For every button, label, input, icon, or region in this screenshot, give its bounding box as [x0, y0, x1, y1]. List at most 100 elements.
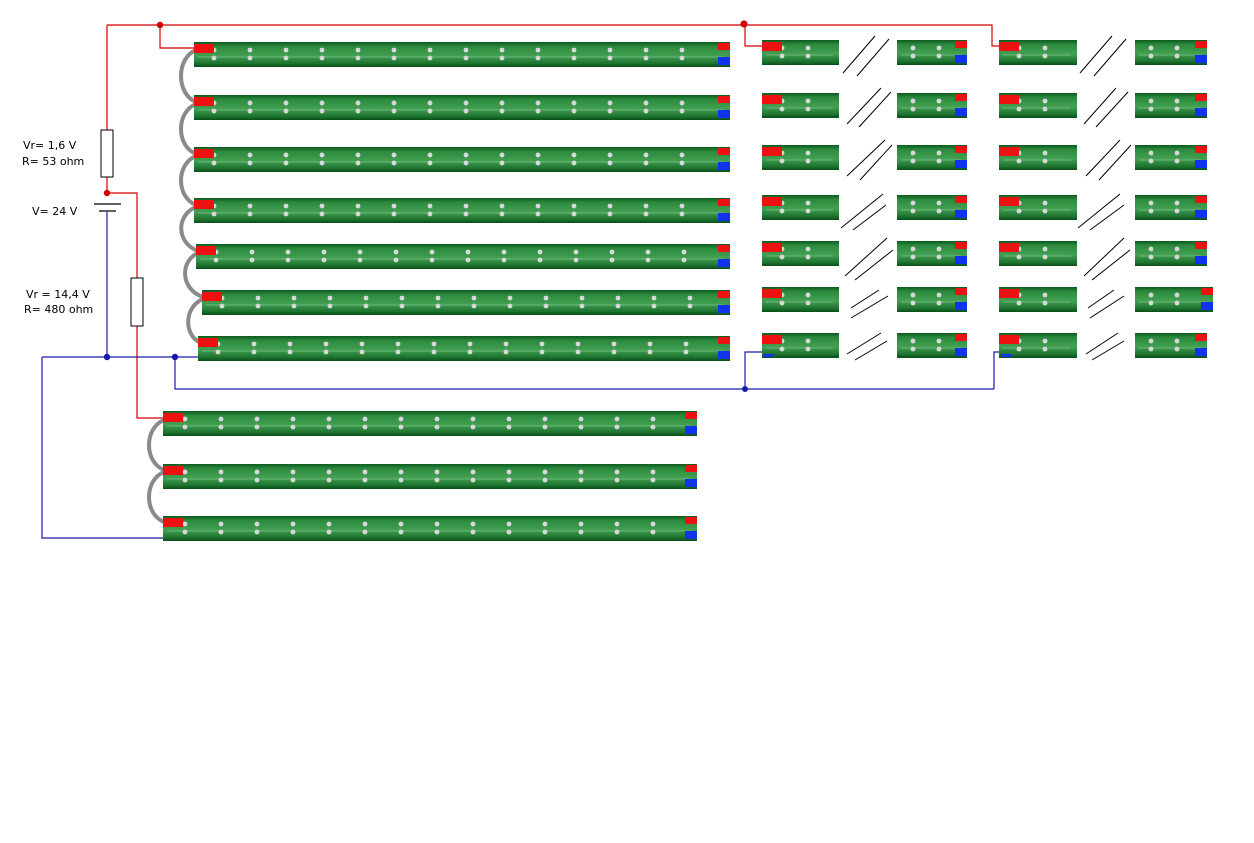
led [507, 303, 513, 309]
led [398, 469, 404, 475]
positive-pad [685, 517, 697, 524]
led [651, 295, 657, 301]
led [1174, 292, 1180, 298]
r2-voltage-label: Vr = 14,4 V [26, 288, 90, 301]
led [643, 108, 649, 114]
led [571, 100, 577, 106]
led [247, 108, 253, 114]
jumper-wires [147, 48, 205, 524]
led [609, 249, 615, 255]
led [910, 98, 916, 104]
positive-pad [762, 197, 782, 206]
led [290, 529, 296, 535]
led [467, 349, 473, 355]
led-strip-segment [897, 333, 967, 358]
led [805, 300, 811, 306]
led [571, 160, 577, 166]
junction-dot [171, 353, 179, 361]
led [362, 469, 368, 475]
led [283, 211, 289, 217]
led [779, 254, 785, 260]
led [1174, 150, 1180, 156]
led-strip-segment [198, 336, 730, 361]
led [936, 338, 942, 344]
led [391, 152, 397, 158]
led [470, 424, 476, 430]
positive-pad [999, 335, 1019, 344]
led [578, 469, 584, 475]
positive-pad [718, 96, 730, 103]
led [391, 211, 397, 217]
r2-resistance-label: R= 480 ohm [24, 303, 94, 316]
led-strip-segment [163, 411, 697, 436]
led-strip-segment [999, 145, 1077, 170]
led [650, 477, 656, 483]
led [283, 152, 289, 158]
positive-pad [999, 147, 1019, 156]
negative-pad [1195, 256, 1207, 264]
led-strip-segment [762, 241, 839, 266]
led [391, 55, 397, 61]
positive-pad [718, 43, 730, 50]
led [470, 469, 476, 475]
led [679, 47, 685, 53]
led-strip-segment [163, 464, 697, 489]
led-strip-segment [762, 145, 839, 170]
led-strip-segment [194, 198, 730, 223]
led [936, 45, 942, 51]
led [679, 100, 685, 106]
led [1174, 98, 1180, 104]
strip-body [1135, 287, 1213, 312]
led-strip-segment [897, 241, 967, 266]
led [291, 295, 297, 301]
led [609, 257, 615, 263]
led [327, 303, 333, 309]
led [910, 106, 916, 112]
led [359, 341, 365, 347]
positive-pad [999, 197, 1019, 206]
led [362, 529, 368, 535]
led [427, 55, 433, 61]
led-strip-segment [999, 241, 1077, 266]
led [650, 424, 656, 430]
led [391, 47, 397, 53]
led [679, 108, 685, 114]
led [218, 469, 224, 475]
junction-dot [740, 20, 748, 28]
positive-pad [1195, 94, 1207, 101]
positive-pad [1195, 146, 1207, 153]
led [1148, 45, 1154, 51]
led [1148, 98, 1154, 104]
led [779, 106, 785, 112]
led [1042, 246, 1048, 252]
led [805, 45, 811, 51]
led [1174, 53, 1180, 59]
led [681, 249, 687, 255]
led [326, 416, 332, 422]
led [435, 303, 441, 309]
led [542, 416, 548, 422]
led [290, 521, 296, 527]
led [427, 160, 433, 166]
led [681, 257, 687, 263]
led [290, 469, 296, 475]
led [936, 53, 942, 59]
led [283, 55, 289, 61]
led [614, 424, 620, 430]
led [1042, 300, 1048, 306]
led-strip-segment [1135, 145, 1207, 170]
positive-pad [1195, 334, 1207, 341]
led [1042, 338, 1048, 344]
led [805, 158, 811, 164]
led [607, 152, 613, 158]
led [910, 246, 916, 252]
led [218, 521, 224, 527]
led [211, 55, 217, 61]
led [607, 100, 613, 106]
led [615, 303, 621, 309]
led [326, 424, 332, 430]
led [326, 477, 332, 483]
led [571, 55, 577, 61]
led [1148, 150, 1154, 156]
led-strip-segment [897, 195, 967, 220]
